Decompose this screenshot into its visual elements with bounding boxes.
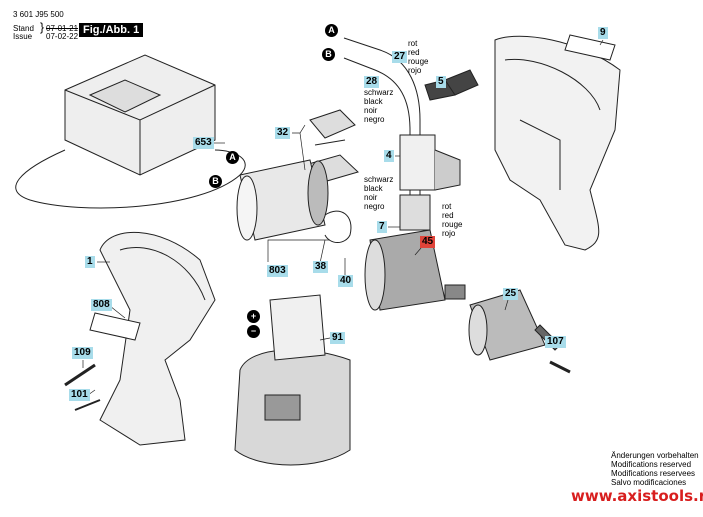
connector-a-motor: A: [226, 151, 239, 164]
part-label-27[interactable]: 27: [392, 51, 408, 63]
figure-label: Fig./Abb. 1: [79, 23, 144, 37]
motor-illustration: [236, 159, 352, 243]
part-label-7[interactable]: 7: [377, 221, 387, 233]
connector-b-motor: B: [209, 175, 222, 188]
part-label-40[interactable]: 40: [338, 275, 354, 287]
housing-right-illustration: [494, 34, 621, 251]
part-label-32[interactable]: 32: [275, 127, 291, 139]
part-label-38[interactable]: 38: [313, 261, 329, 273]
battery-illustration: [234, 294, 351, 466]
chuck-illustration: [468, 289, 571, 374]
part-label-107[interactable]: 107: [545, 336, 566, 348]
housing-left-illustration: [64, 231, 216, 446]
issue-date: 07-02-22: [46, 32, 79, 41]
leader-lines: [82, 39, 604, 396]
part-label-28[interactable]: 28: [364, 76, 380, 88]
brace: }: [40, 20, 45, 34]
part-number: 3 601 J95 500: [13, 10, 64, 19]
battery-plus: +: [247, 310, 260, 323]
stand-date: 07-01-21: [46, 24, 79, 33]
part-label-9[interactable]: 9: [598, 27, 608, 39]
stand-label: Stand: [13, 24, 34, 33]
part-label-803[interactable]: 803: [267, 265, 288, 277]
website-link[interactable]: www.axistools.ru: [571, 487, 703, 505]
part-label-109[interactable]: 109: [72, 347, 93, 359]
charger-illustration: [15, 54, 246, 209]
part-label-653[interactable]: 653: [193, 137, 214, 149]
part-label-5[interactable]: 5: [436, 76, 446, 88]
gearbox-illustration: [364, 229, 466, 311]
part-label-808[interactable]: 808: [91, 299, 112, 311]
switch-illustration: [399, 69, 479, 231]
battery-minus: −: [247, 325, 260, 338]
part-label-1[interactable]: 1: [85, 256, 95, 268]
part-label-101[interactable]: 101: [69, 389, 90, 401]
part-label-4[interactable]: 4: [384, 150, 394, 162]
part-label-25[interactable]: 25: [503, 288, 519, 300]
part-label-91[interactable]: 91: [330, 332, 346, 344]
connector-b-top: B: [322, 48, 335, 61]
wires-illustration: [343, 37, 421, 200]
part-label-45[interactable]: 45: [420, 236, 436, 248]
issue-label: Issue: [13, 32, 33, 41]
connector-a-top: A: [325, 24, 338, 37]
